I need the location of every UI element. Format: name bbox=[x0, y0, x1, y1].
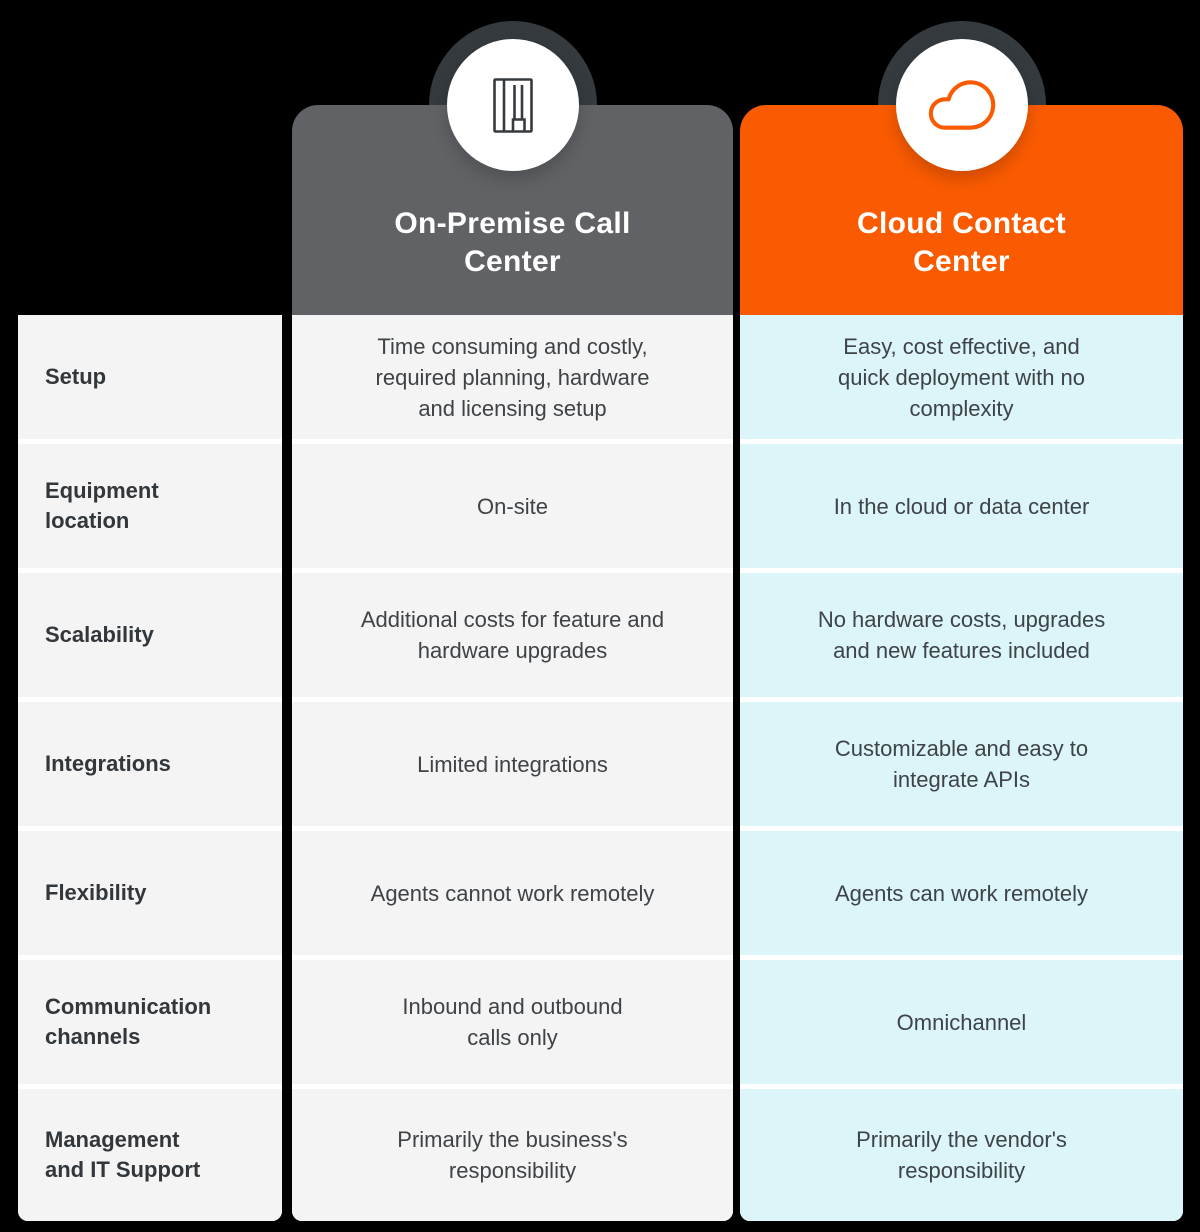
on-premise-cells: Time consuming and costly, required plan… bbox=[292, 315, 733, 1221]
cloud-cell-management-and-it-support: Primarily the vendor's responsibility bbox=[740, 1089, 1183, 1221]
row-label-setup: Setup bbox=[18, 315, 282, 439]
icon-badge bbox=[895, 39, 1028, 171]
row-label-management-and-it-support: Management and IT Support bbox=[18, 1089, 282, 1221]
row-label-scalability: Scalability bbox=[18, 573, 282, 697]
cloud-cells: Easy, cost effective, and quick deployme… bbox=[740, 315, 1183, 1221]
on-premise-header: On-Premise Call Center bbox=[292, 39, 733, 315]
onprem-cell-flexibility: Agents cannot work remotely bbox=[292, 831, 733, 955]
cloud-icon bbox=[928, 80, 995, 130]
onprem-cell-equipment-location: On-site bbox=[292, 444, 733, 568]
icon-badge bbox=[446, 39, 579, 171]
onprem-cell-communication-channels: Inbound and outbound calls only bbox=[292, 960, 733, 1084]
cloud-cell-communication-channels: Omnichannel bbox=[740, 960, 1183, 1084]
cloud-cell-equipment-location: In the cloud or data center bbox=[740, 444, 1183, 568]
row-label-flexibility: Flexibility bbox=[18, 831, 282, 955]
cloud-title: Cloud Contact Center bbox=[857, 207, 1066, 278]
cloud-cell-scalability: No hardware costs, upgrades and new feat… bbox=[740, 573, 1183, 697]
onprem-cell-management-and-it-support: Primarily the business's responsibility bbox=[292, 1089, 733, 1221]
cloud-cell-setup: Easy, cost effective, and quick deployme… bbox=[740, 315, 1183, 439]
onprem-cell-integrations: Limited integrations bbox=[292, 702, 733, 826]
row-label-equipment-location: Equipment location bbox=[18, 444, 282, 568]
cloud-header: Cloud Contact Center bbox=[740, 39, 1183, 315]
onprem-cell-scalability: Additional costs for feature and hardwar… bbox=[292, 573, 733, 697]
cloud-cell-integrations: Customizable and easy to integrate APIs bbox=[740, 702, 1183, 826]
row-label-communication-channels: Communication channels bbox=[18, 960, 282, 1084]
on-premise-title: On-Premise Call Center bbox=[394, 207, 631, 278]
cloud-cell-flexibility: Agents can work remotely bbox=[740, 831, 1183, 955]
row-label-integrations: Integrations bbox=[18, 702, 282, 826]
onprem-cell-setup: Time consuming and costly, required plan… bbox=[292, 315, 733, 439]
building-icon bbox=[492, 77, 533, 133]
